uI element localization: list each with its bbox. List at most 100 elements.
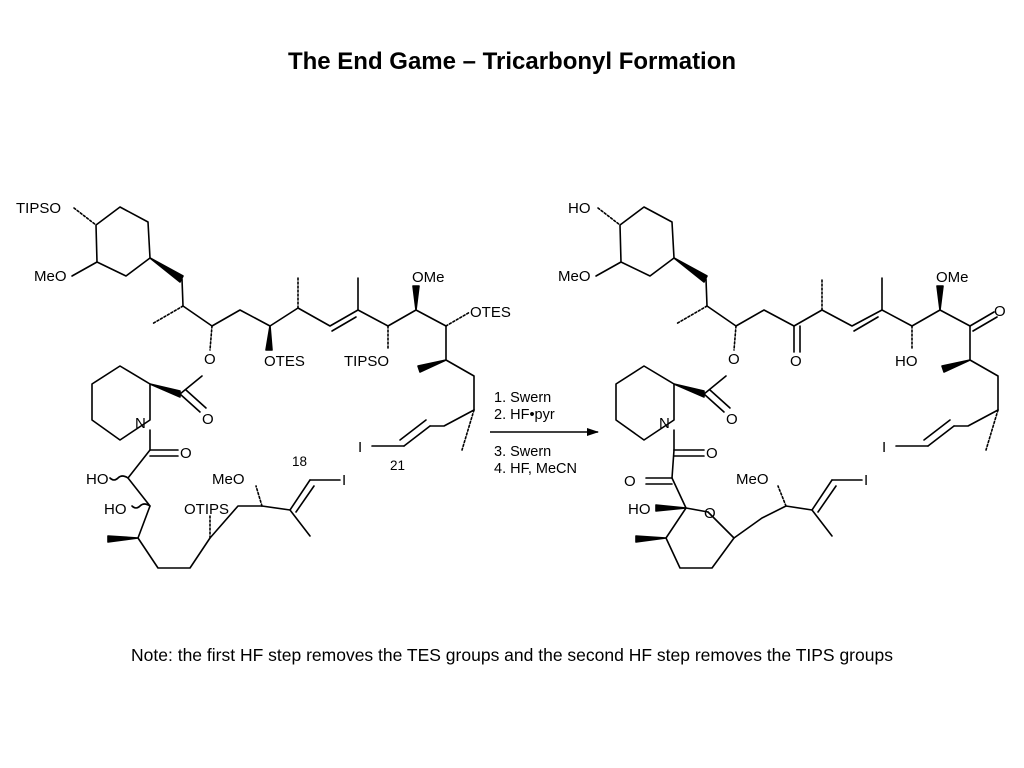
p-hemiketal-ho-label: HO	[628, 501, 651, 518]
sm-tipso-cyclohexyl-label: TIPSO	[16, 200, 61, 217]
condition-4: 4. HF, MeCN	[494, 461, 577, 477]
p-right-methyl-wedge	[941, 359, 971, 373]
p-meo-cyclohexyl-label: MeO	[558, 268, 591, 285]
condition-3: 3. Swern	[494, 444, 551, 460]
p-pyran-o-bond	[685, 507, 709, 513]
sm-carbon-21-label: 21	[390, 458, 405, 473]
sm-ho-2-label: HO	[104, 501, 127, 518]
p-iodide-chain-label: I	[864, 472, 868, 489]
sm-lower-chain	[127, 449, 263, 569]
sm-ester-o-label: O	[204, 351, 216, 368]
p-lower-alkene	[811, 479, 833, 511]
p-wedge-ring-chain	[673, 257, 708, 283]
p-meo-hash	[777, 485, 787, 507]
sm-ester-o-hash	[209, 325, 213, 351]
p-piperidine-ring	[615, 365, 675, 441]
p-vinyl	[927, 425, 955, 447]
p-right-chain	[969, 325, 999, 411]
p-cyclohexane-ring	[619, 206, 675, 277]
sm-pip-wedge	[149, 383, 181, 398]
sm-alkene-second-line	[331, 316, 357, 332]
sm-meo-cyclohexyl-label: MeO	[34, 268, 67, 285]
p-ester-c-o	[703, 375, 727, 395]
p-meo-chain-label: MeO	[736, 471, 769, 488]
sm-meo-bond	[71, 261, 98, 277]
p-amide-to-ketone	[671, 449, 675, 479]
p-right-chain-2	[953, 409, 999, 427]
p-vinyl-second	[923, 419, 951, 441]
starting-material-structure	[71, 206, 475, 569]
p-ester-o-hash	[733, 325, 737, 351]
p-pyran-ring	[665, 477, 735, 569]
sm-right-methyl-wedge	[417, 359, 447, 373]
p-ketone-2-second	[972, 316, 998, 332]
sm-piperidine-ring	[91, 365, 151, 441]
sm-ester-c-o	[179, 375, 203, 395]
p-lower-chain	[733, 505, 833, 539]
condition-2: 2. HF•pyr	[494, 407, 555, 423]
p-lower-alkene-2	[817, 485, 837, 513]
footnote: Note: the first HF step removes the TES …	[131, 645, 893, 665]
sm-ho-1-label: HO	[86, 471, 109, 488]
p-upper-chain-2	[881, 309, 971, 327]
p-ho-cyclohexyl-label: HO	[568, 200, 591, 217]
p-right-methyl-hash	[985, 409, 999, 451]
condition-1: 1. Swern	[494, 390, 551, 406]
sm-ome-wedge	[412, 285, 420, 311]
p-ester-carbonyl-o-label: O	[726, 411, 738, 428]
sm-carbon-18-label: 18	[292, 454, 307, 469]
p-ketone-2	[969, 311, 995, 327]
sm-vinyl-c21-second	[399, 419, 427, 441]
sm-c18-alkene	[289, 479, 311, 511]
sm-otes-1-label: OTES	[264, 353, 305, 370]
sm-amide-o-label: O	[180, 445, 192, 462]
sm-otes-wedge	[265, 325, 273, 351]
sm-ester-carbonyl	[179, 393, 201, 413]
sm-ester-carbonyl-2	[185, 389, 207, 409]
sm-n-label: N	[135, 415, 146, 432]
sm-wavy-ho-2	[131, 503, 151, 509]
product-labels: HO MeO O O N O O HO O MeO I O HO OMe O I	[558, 200, 1006, 522]
sm-upper-chain-3	[357, 309, 447, 327]
sm-lower-chain-2	[261, 505, 311, 537]
p-hemiketal-wedge	[655, 504, 687, 512]
sm-meo-chain-label: MeO	[212, 471, 245, 488]
p-ester-carbonyl	[703, 393, 725, 413]
p-pip-wedge	[673, 383, 705, 398]
sm-upper-chain-2	[269, 307, 359, 327]
p-pyran-methyl-wedge	[635, 535, 667, 543]
sm-right-chain-2	[429, 409, 475, 427]
sm-otips-label: OTIPS	[184, 501, 229, 518]
p-ome-wedge	[936, 285, 944, 311]
p-ketone-o-alpha-label: O	[624, 473, 636, 490]
p-amide-o-label: O	[706, 445, 718, 462]
sm-c18-alkene-2	[295, 485, 315, 513]
p-ester-o-label: O	[728, 351, 740, 368]
sm-cyclohexane-ring	[95, 206, 151, 277]
sm-lower-methyl-wedge	[107, 535, 139, 543]
p-meo-bond	[595, 261, 622, 277]
p-ho-hashed-bond	[597, 207, 621, 226]
p-ketone-o-2-label: O	[994, 303, 1006, 320]
sm-iodide-21-label: I	[358, 439, 362, 456]
sm-ome-label: OMe	[412, 269, 445, 286]
sm-methyl-hash-1	[151, 305, 184, 325]
sm-otes-2-label: OTES	[470, 304, 511, 321]
reaction-arrow-group: 1. Swern 2. HF•pyr 3. Swern 4. HF, MeCN	[490, 390, 599, 477]
sm-meo-hash	[255, 485, 263, 507]
p-ho-chain-label: HO	[895, 353, 918, 370]
sm-otes-hash-2	[445, 311, 471, 327]
sm-ester-carbonyl-o-label: O	[202, 411, 214, 428]
p-ketone-o-1-label: O	[790, 353, 802, 370]
p-ome-label: OMe	[936, 269, 969, 286]
sm-tipso-chain-label: TIPSO	[344, 353, 389, 370]
sm-iodide-18-label: I	[342, 472, 346, 489]
product-structure	[595, 206, 999, 569]
sm-upper-chain-1	[181, 278, 271, 327]
sm-wedge-ring-chain	[149, 257, 184, 283]
p-alkene-second-line	[853, 316, 879, 332]
sm-right-chain	[445, 325, 475, 411]
p-iodide-vinyl-label: I	[882, 439, 886, 456]
p-ring-o-label: O	[704, 505, 716, 522]
